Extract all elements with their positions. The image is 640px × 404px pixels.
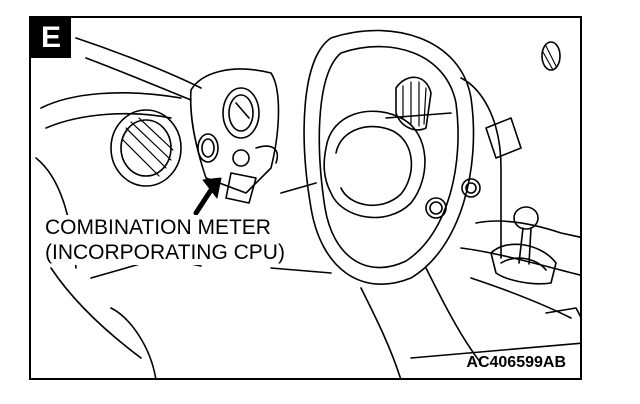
callout-line-2: (INCORPORATING CPU) (45, 241, 285, 264)
callout-label: COMBINATION METER (INCORPORATING CPU) (43, 215, 287, 265)
arrow-icon (193, 177, 222, 216)
gear-shifter (470, 206, 580, 319)
dashboard-illustration (35, 29, 580, 378)
figure-id: AC406599AB (466, 354, 566, 371)
steering-wheel (280, 29, 475, 285)
callout-line-1: COMBINATION METER (45, 216, 271, 239)
right-air-vent (395, 41, 561, 131)
view-label-badge: E (31, 18, 71, 58)
figure-frame: E COMBINATION METER (INCORPORATING CPU) … (29, 16, 582, 380)
left-air-vent (110, 109, 182, 187)
instrument-cluster (189, 68, 280, 194)
